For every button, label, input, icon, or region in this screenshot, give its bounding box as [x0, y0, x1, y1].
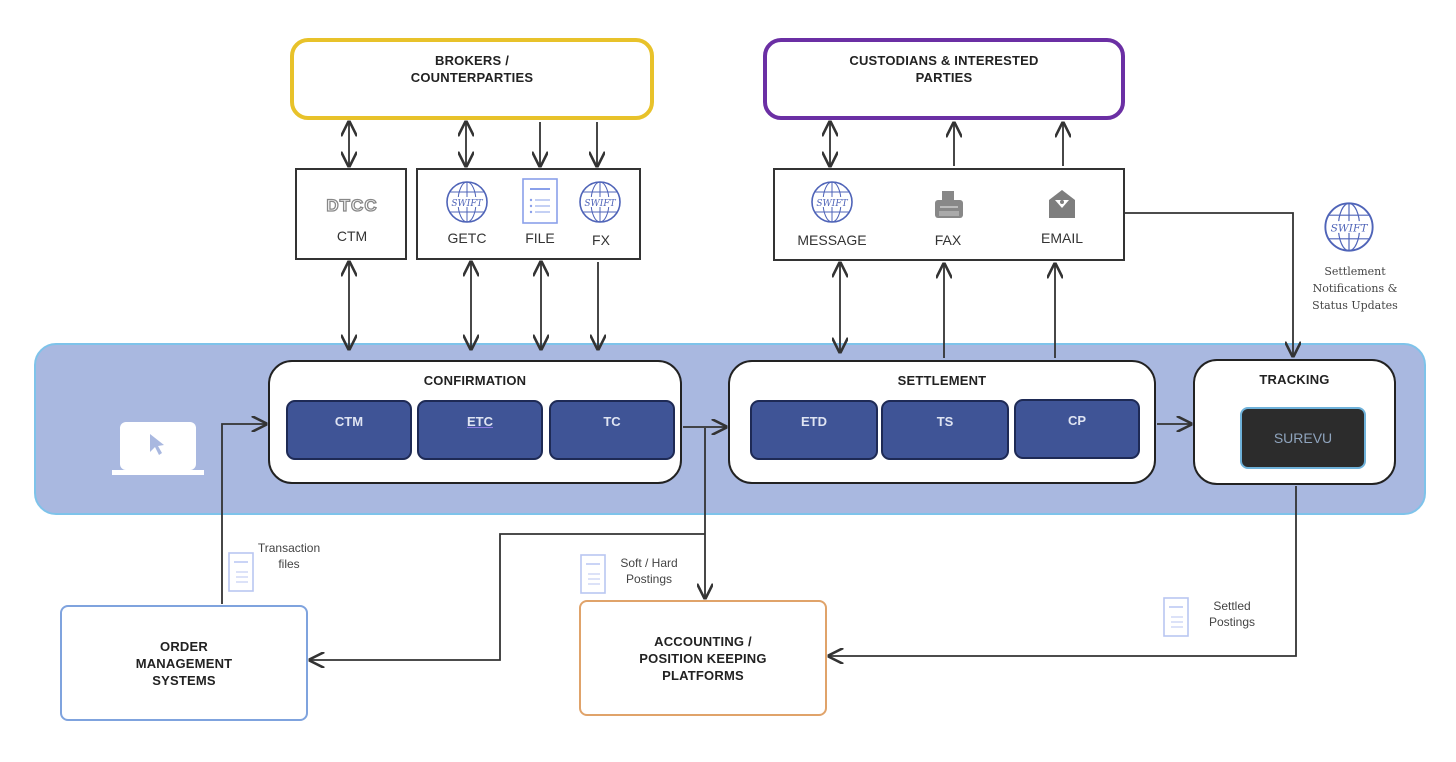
swift-globe-icon: SWIFT — [445, 180, 489, 224]
settlement-title: SETTLEMENT — [897, 373, 987, 388]
accounting-line3: PLATFORMS — [662, 667, 744, 683]
oms-line1: ORDER — [160, 638, 208, 654]
module-tc[interactable]: TC — [549, 400, 675, 460]
module-surevu[interactable]: SUREVU — [1240, 407, 1366, 469]
email-icon — [1047, 188, 1077, 220]
arrow-email-tracking — [1125, 212, 1293, 356]
soft-hard-line1: Soft / Hard — [620, 556, 678, 570]
arrow-tracking-accounting — [829, 486, 1297, 656]
custodians-title-line2: PARTIES — [915, 70, 973, 85]
custodians-title-line1: CUSTODIANS & INTERESTED — [849, 53, 1039, 68]
notif-line3: Status Updates — [1312, 299, 1398, 312]
dtcc-ctm-label: CTM — [336, 228, 368, 244]
soft-hard-postings-document-icon — [580, 554, 606, 594]
custodian-channels-box: SWIFT MESSAGE FAX EMAIL — [773, 168, 1125, 261]
module-cp[interactable]: CP — [1014, 399, 1140, 459]
getc-label: GETC — [447, 230, 487, 246]
order-management-systems-box: ORDER MANAGEMENT SYSTEMS — [60, 605, 308, 721]
module-ctm[interactable]: CTM — [286, 400, 412, 460]
transaction-files-document-icon — [228, 552, 254, 592]
settled-line2: Postings — [1208, 615, 1256, 629]
settled-line1: Settled — [1213, 599, 1251, 613]
confirmation-title: CONFIRMATION — [423, 373, 527, 388]
oms-line3: SYSTEMS — [152, 672, 216, 688]
settled-postings-document-icon — [1163, 597, 1189, 637]
fx-label: FX — [592, 232, 610, 248]
brokers-counterparties-box: BROKERS / COUNTERPARTIES — [290, 38, 654, 120]
arrow-oms-confirmation — [221, 424, 266, 604]
module-etc[interactable]: ETC — [417, 400, 543, 460]
svg-text:SWIFT: SWIFT — [584, 199, 616, 209]
transaction-files-label: Transaction files — [252, 540, 326, 572]
transaction-files-line1: Transaction — [257, 541, 321, 555]
settled-postings-label: Settled Postings — [1193, 598, 1271, 630]
module-etd[interactable]: ETD — [750, 400, 878, 460]
laptop-cursor-icon — [112, 420, 204, 478]
soft-hard-postings-label: Soft / Hard Postings — [610, 555, 688, 587]
notif-line1: Settlement — [1324, 265, 1386, 278]
brokers-title-line2: COUNTERPARTIES — [410, 70, 534, 85]
accounting-line2: POSITION KEEPING — [639, 650, 767, 666]
settlement-stage: SETTLEMENT ETD TS CP — [728, 360, 1156, 484]
email-label: EMAIL — [1040, 230, 1083, 246]
settlement-notifications-label: Settlement Notifications & Status Update… — [1300, 263, 1410, 314]
swift-notification-icon: SWIFT — [1323, 201, 1375, 253]
arrow-confirmation-oms — [310, 533, 705, 660]
confirmation-stage: CONFIRMATION CTM ETC TC — [268, 360, 682, 484]
dtcc-logo-text: DTCC — [326, 196, 377, 214]
module-ts[interactable]: TS — [881, 400, 1009, 460]
soft-hard-line2: Postings — [625, 572, 673, 586]
oms-line2: MANAGEMENT — [135, 655, 233, 671]
dtcc-channel-box: DTCC CTM — [295, 168, 407, 260]
swift-globe-icon: SWIFT — [578, 180, 622, 224]
transaction-files-line2: files — [278, 557, 300, 571]
dtcc-logo-icon: DTCC — [321, 195, 383, 215]
custodians-interested-parties-box: CUSTODIANS & INTERESTED PARTIES — [763, 38, 1125, 120]
message-label: MESSAGE — [797, 232, 867, 248]
notif-line2: Notifications & — [1312, 282, 1398, 295]
svg-text:SWIFT: SWIFT — [451, 199, 483, 209]
brokers-title-line1: BROKERS / — [434, 53, 510, 68]
accounting-platforms-box: ACCOUNTING / POSITION KEEPING PLATFORMS — [579, 600, 827, 716]
broker-channels-box: SWIFT GETC FILE SWIFT FX — [416, 168, 641, 260]
svg-text:SWIFT: SWIFT — [1331, 222, 1369, 235]
file-document-icon — [522, 178, 558, 224]
swift-globe-icon: SWIFT — [810, 180, 854, 224]
file-label: FILE — [525, 230, 555, 246]
accounting-line1: ACCOUNTING / — [654, 633, 752, 649]
svg-text:SWIFT: SWIFT — [816, 199, 848, 209]
tracking-title: TRACKING — [1259, 372, 1330, 387]
tracking-stage: TRACKING SUREVU — [1193, 359, 1396, 485]
fax-label: FAX — [934, 232, 962, 248]
fax-icon — [933, 190, 965, 220]
